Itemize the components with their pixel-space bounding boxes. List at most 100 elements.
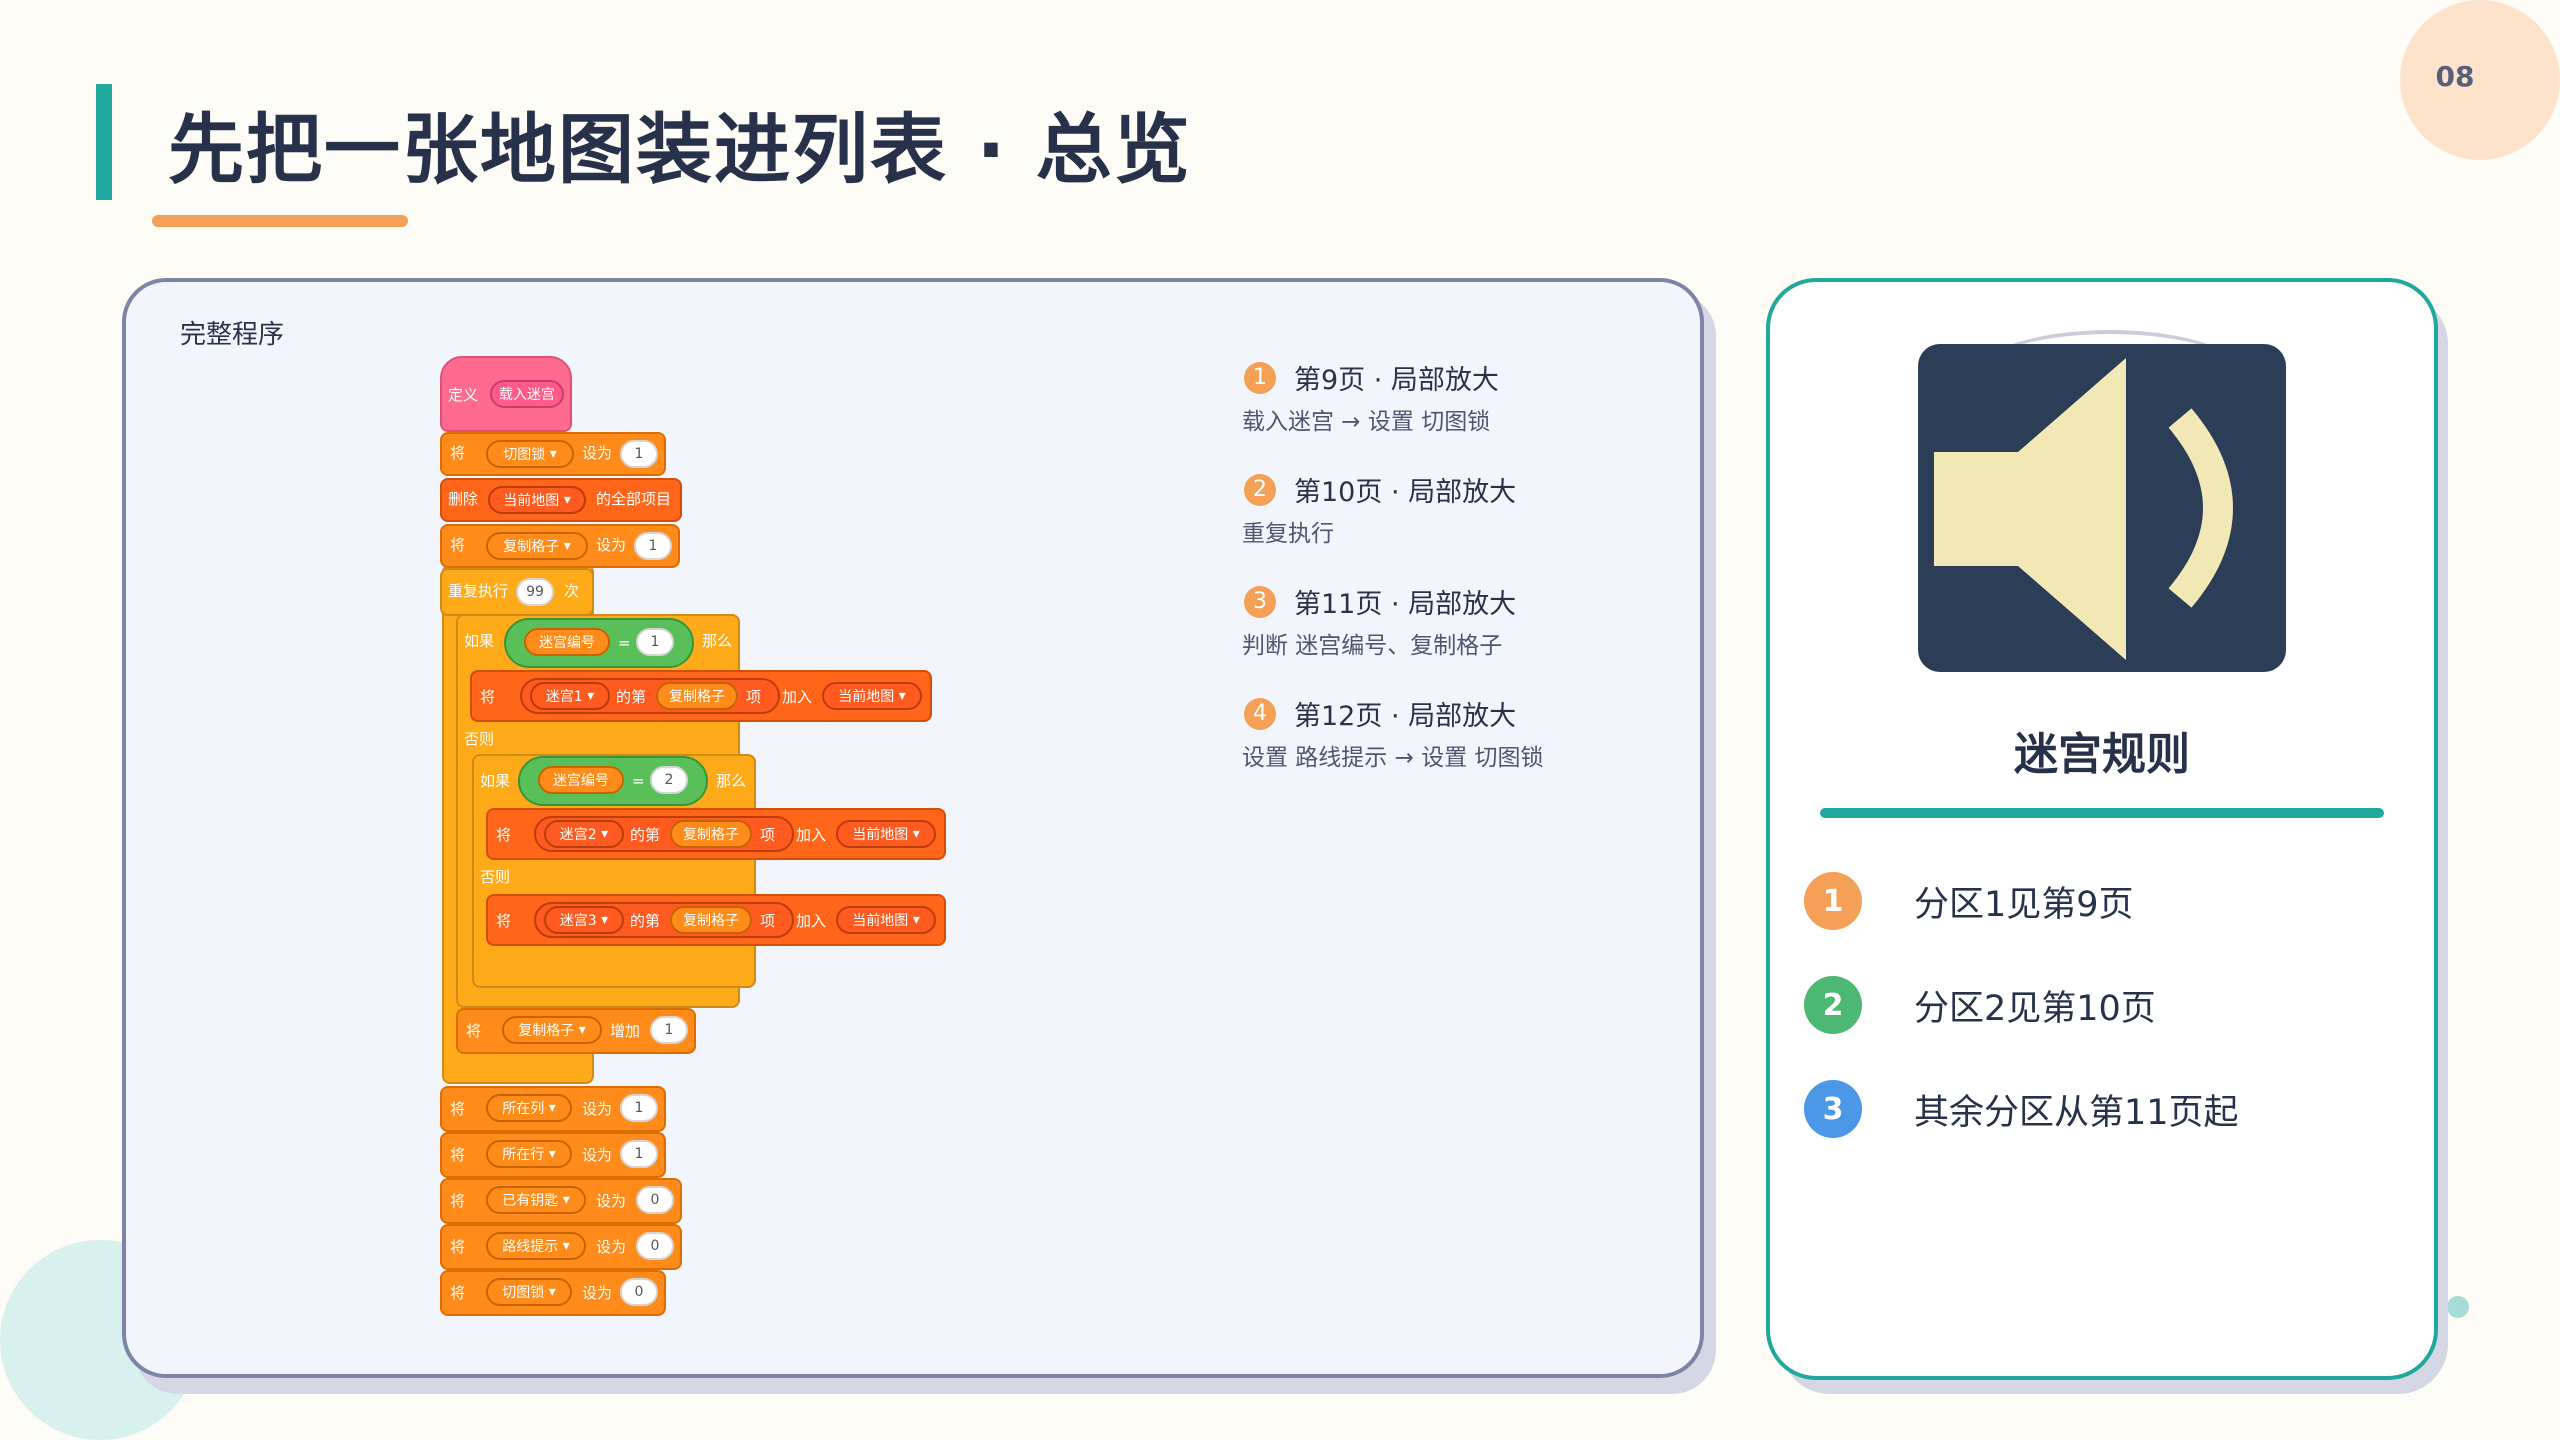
number-input[interactable]: 0 (636, 1186, 674, 1214)
else-label: 否则 (480, 868, 511, 886)
variable-dropdown[interactable]: 复制格子 ▾ (502, 1016, 602, 1044)
variable-reporter[interactable]: 复制格子 (670, 906, 752, 934)
note-3-title-text: 第11页 · 局部放大 (1294, 589, 1517, 620)
block-text: 的第 (616, 688, 647, 706)
block-text: 加入 (796, 912, 827, 930)
variable-reporter[interactable]: 迷宫编号 (538, 766, 624, 794)
dropdown-value: 复制格子 (518, 1023, 575, 1039)
dropdown-value: 迷宫3 (559, 913, 597, 929)
variable-dropdown[interactable]: 所在列 ▾ (486, 1094, 572, 1122)
list-dropdown[interactable]: 迷宫1 ▾ (530, 682, 610, 710)
variable-reporter[interactable]: 迷宫编号 (524, 628, 610, 656)
variable-reporter[interactable]: 复制格子 (656, 682, 738, 710)
chevron-down-icon: ▾ (912, 912, 920, 928)
rule-item-2: 2 分区2见第10页 (1804, 976, 2156, 1034)
speaker-icon[interactable] (1918, 344, 2286, 672)
number-input[interactable]: 1 (634, 532, 672, 560)
chevron-down-icon: ▾ (549, 446, 557, 462)
program-panel-label: 完整程序 (180, 320, 285, 350)
block-text: 将 (450, 1100, 466, 1118)
number-input[interactable]: 0 (636, 1232, 674, 1260)
number-input[interactable]: 1 (650, 1016, 688, 1044)
block-text: = (632, 772, 645, 790)
variable-dropdown[interactable]: 所在行 ▾ (486, 1140, 572, 1168)
list-dropdown[interactable]: 当前地图 ▾ (836, 820, 936, 848)
number-input[interactable]: 0 (620, 1278, 658, 1306)
chevron-down-icon: ▾ (587, 688, 595, 704)
variable-dropdown[interactable]: 路线提示 ▾ (486, 1232, 586, 1260)
chevron-down-icon: ▾ (601, 826, 609, 842)
block-text: 项 (746, 688, 762, 706)
speaker-icon-graphic (1934, 358, 2233, 660)
block-text: 的全部项目 (596, 490, 672, 508)
number-input[interactable]: 1 (620, 440, 658, 468)
rule-1-badge: 1 (1804, 872, 1862, 930)
block-text: 重复执行 (448, 582, 509, 600)
dropdown-value: 路线提示 (502, 1239, 559, 1255)
chevron-down-icon: ▾ (563, 538, 571, 554)
block-text: 将 (450, 536, 466, 554)
dropdown-value: 迷宫2 (559, 827, 597, 843)
rule-2-badge: 2 (1804, 976, 1862, 1034)
dropdown-value: 当前地图 (503, 493, 560, 509)
note-2-title-text: 第10页 · 局部放大 (1294, 477, 1517, 508)
block-text: 设为 (582, 444, 613, 462)
chevron-down-icon: ▾ (578, 1022, 586, 1038)
rule-1-text: 分区1见第9页 (1914, 884, 2134, 925)
list-dropdown[interactable]: 当前地图 ▾ (822, 682, 922, 710)
variable-dropdown[interactable]: 已有钥匙 ▾ (486, 1186, 586, 1214)
number-input[interactable]: 1 (636, 628, 674, 656)
rule-3-text: 其余分区从第11页起 (1914, 1092, 2239, 1133)
note-1-sub: 载入迷宫 → 设置 切图锁 (1242, 409, 1491, 435)
variable-reporter[interactable]: 复制格子 (670, 820, 752, 848)
define-name-pill[interactable]: 载入迷宫 (490, 380, 564, 408)
block-text: 将 (450, 1284, 466, 1302)
rule-2-text: 分区2见第10页 (1914, 988, 2156, 1029)
variable-dropdown[interactable]: 复制格子 ▾ (486, 532, 588, 560)
chevron-down-icon: ▾ (898, 688, 906, 704)
block-text: 将 (480, 688, 496, 706)
block-text: 项 (760, 826, 776, 844)
note-4-badge: 4 (1244, 697, 1276, 730)
block-text: 将 (496, 912, 512, 930)
dropdown-value: 当前地图 (852, 913, 909, 929)
chevron-down-icon: ▾ (912, 826, 920, 842)
block-text: 如果 (480, 772, 511, 790)
chevron-down-icon: ▾ (562, 1238, 570, 1254)
define-label: 定义 (448, 386, 479, 404)
dropdown-value: 所在列 (502, 1101, 545, 1117)
note-1-badge: 1 (1244, 361, 1276, 394)
note-2-title: 2 第10页 · 局部放大 (1244, 470, 1516, 509)
variable-dropdown[interactable]: 切图锁 ▾ (486, 440, 574, 468)
dropdown-value: 当前地图 (838, 689, 895, 705)
block-text: 那么 (716, 772, 747, 790)
program-panel (122, 278, 1704, 1378)
number-input[interactable]: 1 (620, 1094, 658, 1122)
else-label: 否则 (464, 730, 495, 748)
block-text: 如果 (464, 632, 495, 650)
note-4-title-text: 第12页 · 局部放大 (1294, 701, 1517, 732)
block-text: 设为 (596, 1238, 627, 1256)
note-4-title: 4 第12页 · 局部放大 (1244, 694, 1516, 733)
block-text: = (618, 634, 631, 652)
decorative-dot (2447, 1296, 2469, 1318)
number-input[interactable]: 2 (650, 766, 688, 794)
list-dropdown[interactable]: 迷宫2 ▾ (544, 820, 624, 848)
note-2-sub: 重复执行 (1242, 521, 1334, 547)
list-dropdown[interactable]: 当前地图 ▾ (488, 486, 586, 514)
dropdown-value: 复制格子 (503, 539, 560, 555)
list-dropdown[interactable]: 当前地图 ▾ (836, 906, 936, 934)
repeat-count-input[interactable]: 99 (516, 578, 554, 606)
decorative-circle-peach (2400, 0, 2560, 160)
variable-dropdown[interactable]: 切图锁 ▾ (486, 1278, 572, 1306)
dropdown-value: 迷宫1 (545, 689, 583, 705)
note-4-sub: 设置 路线提示 → 设置 切图锁 (1242, 745, 1544, 771)
block-text: 项 (760, 912, 776, 930)
block-text: 设为 (582, 1284, 613, 1302)
title-accent-bar (96, 84, 112, 200)
list-dropdown[interactable]: 迷宫3 ▾ (544, 906, 624, 934)
block-text: 删除 (448, 490, 479, 508)
number-input[interactable]: 1 (620, 1140, 658, 1168)
chevron-down-icon: ▾ (548, 1284, 556, 1300)
chevron-down-icon: ▾ (601, 912, 609, 928)
